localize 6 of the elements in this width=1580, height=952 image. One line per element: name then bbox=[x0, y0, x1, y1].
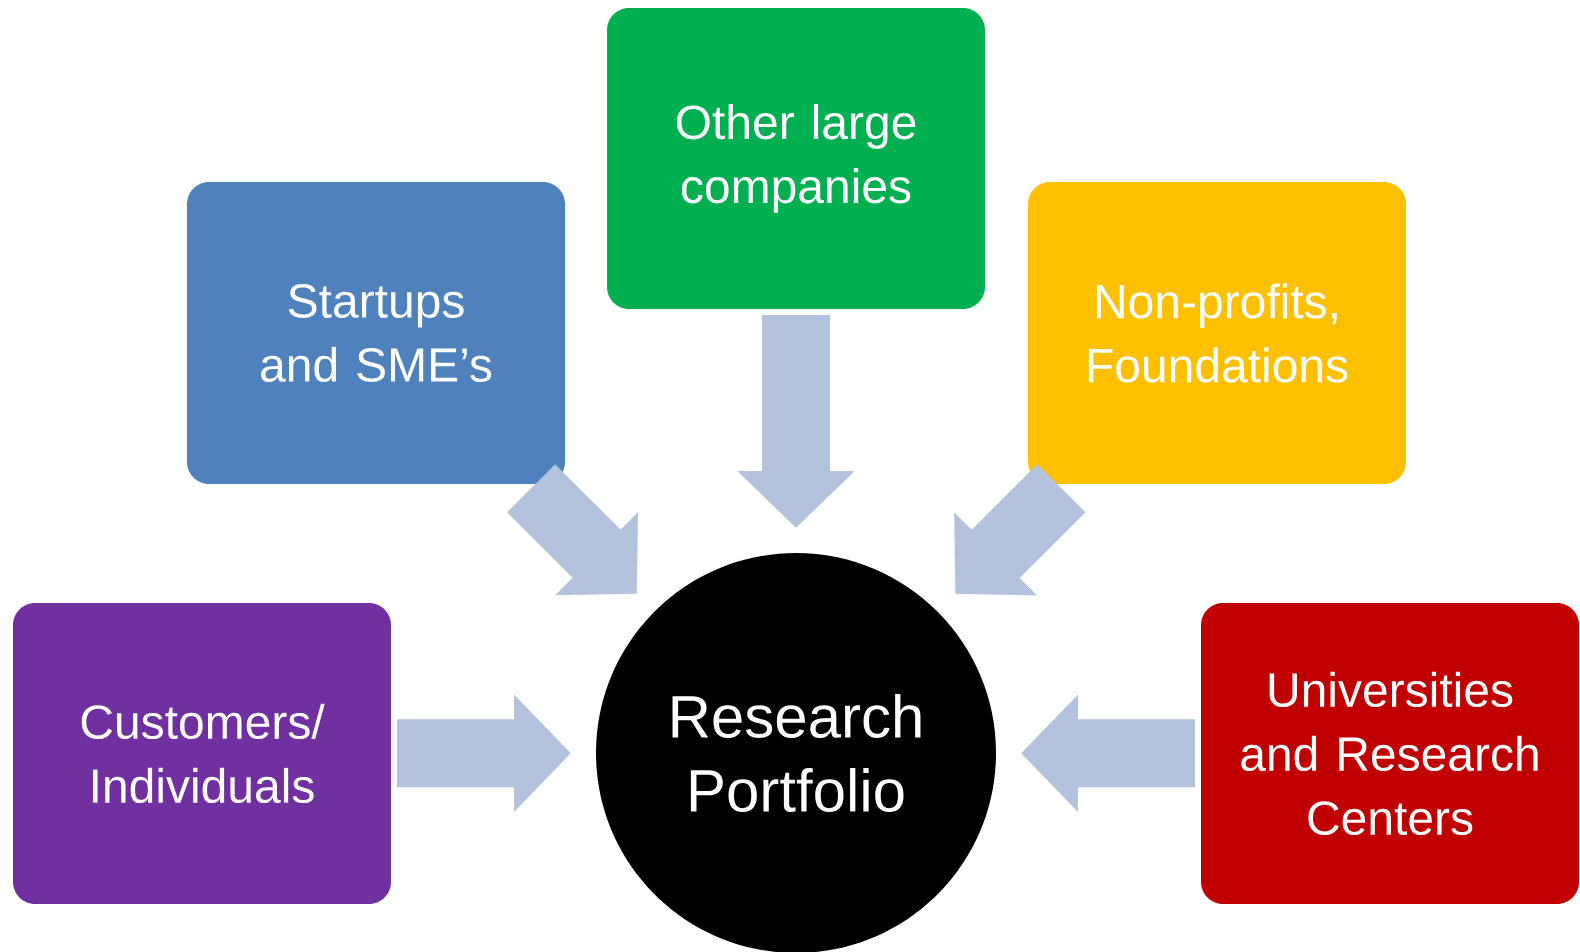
category-box: Startups and SME’s bbox=[187, 182, 565, 484]
category-box: Non-profits, Foundations bbox=[1028, 182, 1406, 484]
category-box: Customers/ Individuals bbox=[13, 603, 391, 904]
block-arrow bbox=[954, 464, 1086, 596]
category-box: Other large companies bbox=[607, 8, 985, 309]
category-box: Universities and Research Centers bbox=[1201, 603, 1579, 904]
